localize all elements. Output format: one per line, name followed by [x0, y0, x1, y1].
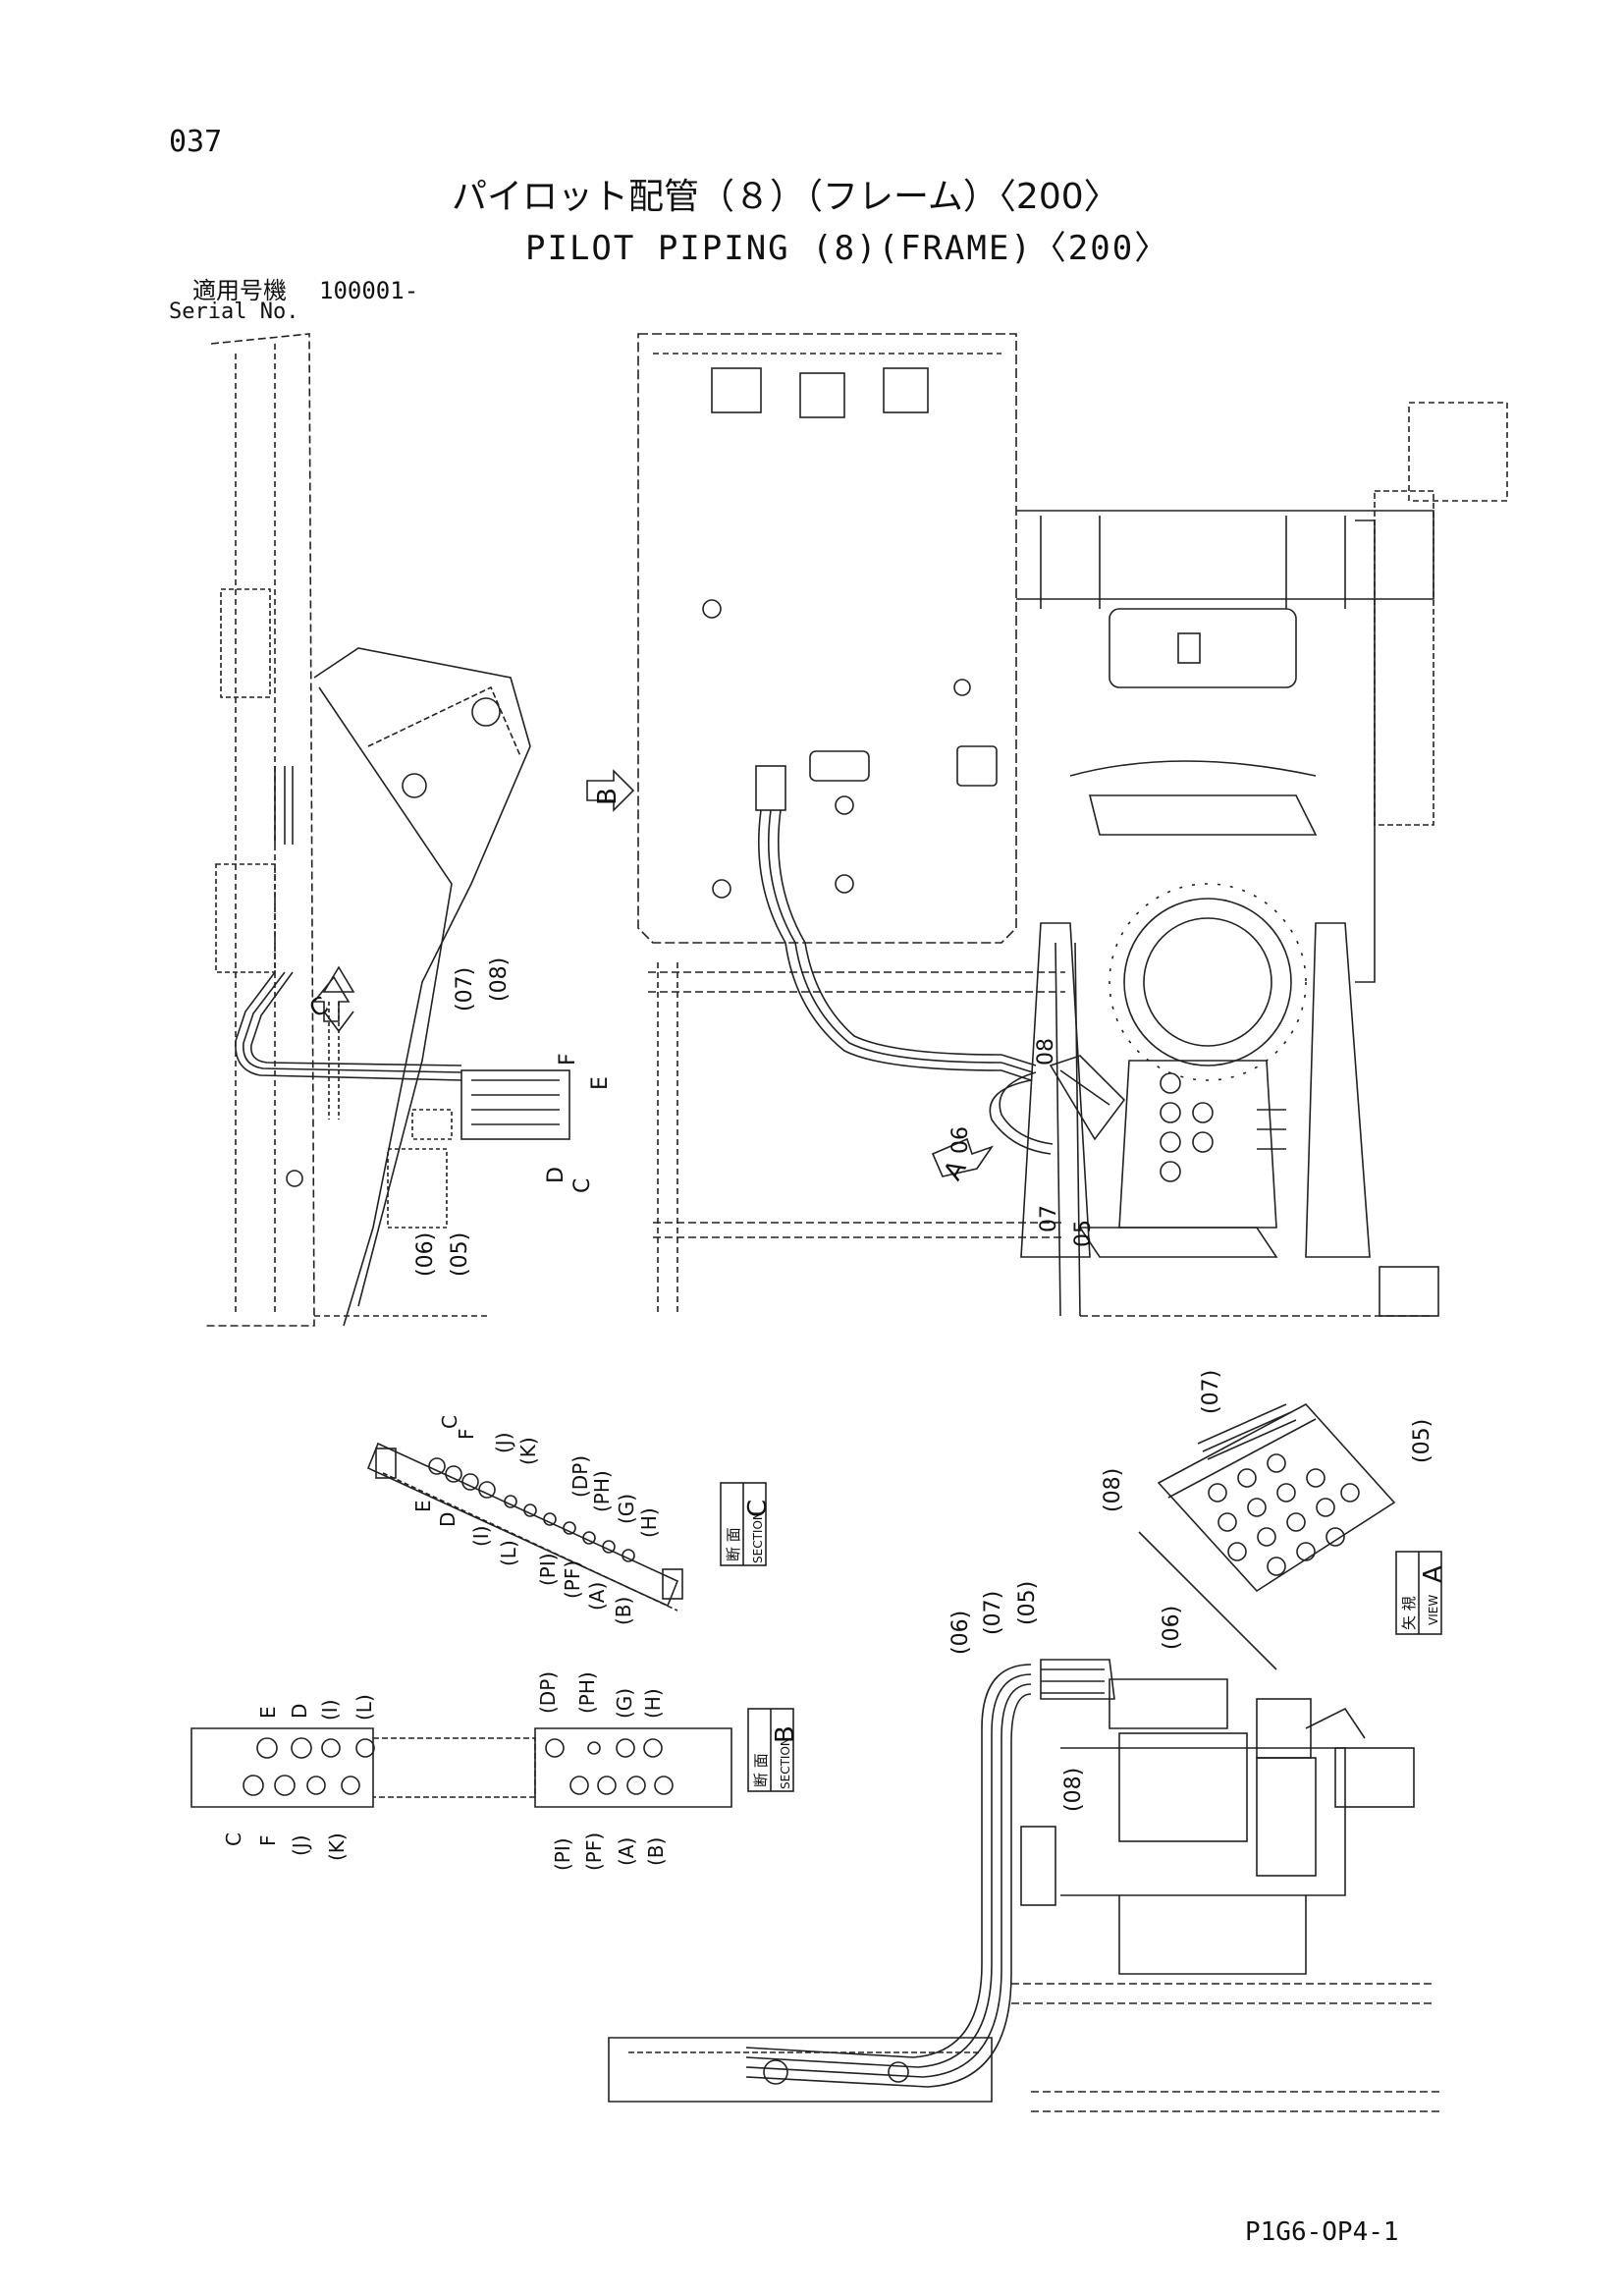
callout-view-a-05: (05): [1410, 1419, 1434, 1463]
section-b-port-ph: (PH): [575, 1671, 599, 1714]
section-c-port-b: (B): [612, 1597, 635, 1625]
section-b-port-i: (I): [318, 1699, 342, 1721]
section-c-port-l: (L): [497, 1540, 520, 1566]
view-a-drawing: [1138, 1402, 1396, 1670]
section-b-port-b: (B): [644, 1837, 668, 1866]
view-marker-a-arrow: [931, 1137, 995, 1177]
section-c-port-k: (K): [516, 1437, 540, 1465]
view-a-letter: A: [1419, 1565, 1448, 1583]
title-english: PILOT PIPING (8)(FRAME)〈200〉: [525, 229, 1170, 268]
section-c-letter: C: [743, 1500, 773, 1517]
callout-left-05: (05): [448, 1232, 472, 1277]
section-b-port-f: F: [256, 1834, 280, 1846]
section-c-port-pi: (PI): [536, 1553, 560, 1586]
right-frame-view: [1016, 402, 1508, 1317]
callout-center-07: 07: [1037, 1205, 1061, 1232]
callout-lower-08: (08): [1061, 1768, 1086, 1812]
view-a-label-jp: 矢 視: [1400, 1596, 1418, 1630]
section-b-port-d: D: [288, 1704, 311, 1719]
view-marker-b-arrow: [586, 769, 635, 812]
callout-center-05: 05: [1071, 1220, 1096, 1247]
view-marker-b: B: [593, 788, 622, 805]
callout-left-07: (07): [453, 967, 477, 1011]
section-b-port-pi: (PI): [551, 1837, 574, 1871]
section-b-drawing: [190, 1727, 732, 1808]
section-c-label-jp: 断 面: [725, 1527, 742, 1561]
section-b-port-h: (H): [641, 1688, 665, 1719]
view-a-label-en: VIEW: [1427, 1595, 1440, 1625]
section-b-port-c: C: [222, 1832, 245, 1846]
callout-left-f: F: [556, 1053, 580, 1066]
callout-lower-07: (07): [981, 1591, 1005, 1635]
section-b-label-en: SECTION: [779, 1737, 792, 1789]
callout-lower-06: (06): [948, 1611, 973, 1655]
view-marker-c-arrow: [312, 975, 351, 1022]
section-c-port-c: C: [438, 1415, 461, 1429]
section-c-port-e: E: [411, 1500, 435, 1512]
section-b-label-jp: 断 面: [752, 1753, 770, 1787]
section-b-port-a: (A): [615, 1837, 638, 1866]
section-c-port-j: (J): [492, 1432, 515, 1453]
section-c-port-dp: (DP): [568, 1455, 592, 1498]
callout-left-c: C: [570, 1178, 595, 1193]
callout-left-06: (06): [413, 1232, 438, 1277]
section-b-port-j: (J): [289, 1834, 312, 1856]
section-c-port-f: F: [455, 1428, 478, 1440]
callout-center-08: 08: [1034, 1038, 1058, 1066]
serial-number-value: 100001-: [319, 277, 419, 304]
center-frame-view: [637, 333, 1126, 1317]
section-c-label-en: SECTION: [751, 1511, 765, 1563]
section-c-port-a: (A): [585, 1582, 609, 1611]
section-b-port-dp: (DP): [536, 1671, 560, 1714]
section-c-port-g: (G): [615, 1494, 638, 1524]
section-c-port-d: D: [436, 1512, 460, 1527]
section-c-port-h: (H): [637, 1507, 661, 1538]
section-c-drawing: [366, 1442, 683, 1612]
section-b-port-e: E: [256, 1706, 280, 1719]
callout-center-06: 06: [948, 1126, 973, 1154]
section-b-port-pf: (PF): [582, 1832, 606, 1871]
page-number: 037: [169, 125, 223, 159]
section-b-letter: B: [771, 1725, 800, 1743]
callout-left-d: D: [544, 1167, 568, 1183]
section-b-port-g: (G): [613, 1688, 636, 1719]
title-japanese: パイロット配管（８）（フレーム）〈200〉: [452, 177, 1119, 217]
drawing-code: P1G6-OP4-1: [1245, 2217, 1399, 2247]
section-b-port-l: (L): [352, 1694, 376, 1721]
section-b-port-k: (K): [325, 1832, 349, 1861]
section-c-port-ph: (PH): [590, 1470, 614, 1512]
callout-left-08: (08): [487, 957, 512, 1002]
callout-left-e: E: [588, 1076, 613, 1090]
callout-view-a-08: (08): [1101, 1468, 1125, 1512]
view-marker-a: A: [939, 1156, 973, 1186]
lower-frame-view: [608, 1659, 1443, 2112]
serial-label-english: Serial No.: [169, 300, 299, 324]
callout-view-a-07: (07): [1199, 1370, 1223, 1414]
callout-lower-05: (05): [1015, 1581, 1040, 1625]
callout-view-a-06: (06): [1160, 1606, 1184, 1650]
serial-label-japanese: 適用号機: [192, 277, 287, 304]
left-frame-view: [206, 333, 570, 1327]
section-c-port-pf: (PF): [561, 1560, 584, 1599]
section-c-port-i: (I): [469, 1525, 493, 1547]
